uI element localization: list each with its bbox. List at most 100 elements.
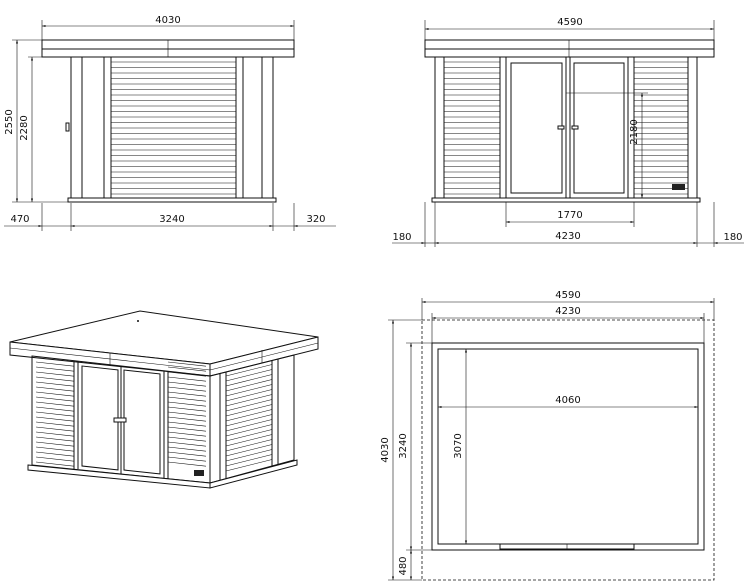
- louver-slat: [35, 456, 75, 462]
- louver-slat: [35, 441, 75, 447]
- side-wall-height-label: 2280: [19, 115, 30, 140]
- louver-slat: [225, 369, 273, 382]
- louver-slat: [35, 391, 75, 397]
- louver-slat: [167, 436, 207, 442]
- side-wall-width-label: 3240: [159, 214, 184, 225]
- side-overhang-right-label: 320: [306, 214, 325, 225]
- louver-slat: [35, 396, 75, 402]
- louver-slat: [167, 451, 207, 457]
- louver-slat: [167, 411, 207, 417]
- door-handle-icon: [557, 125, 565, 130]
- louver-slat: [35, 411, 75, 417]
- roof-outline: [421, 319, 715, 581]
- front-overhang-left-label: 180: [392, 232, 411, 243]
- louver-slat: [225, 424, 273, 437]
- louver-slat: [225, 379, 273, 392]
- louver-slat: [225, 449, 273, 462]
- louver-slat: [225, 419, 273, 432]
- louver-slat: [35, 451, 75, 457]
- louver-slat: [225, 384, 273, 397]
- front-view-drawing: [424, 39, 715, 203]
- louver-slat: [35, 401, 75, 407]
- louver-slat: [167, 366, 207, 372]
- louver-slat: [35, 416, 75, 422]
- plan-roof-width-label: 4590: [555, 290, 580, 301]
- plan-view-dimensions: 4590 4230 4060 3070 4030 3240 480: [380, 290, 715, 581]
- door-width-label: 1770: [557, 210, 582, 221]
- louver-slat: [225, 454, 273, 467]
- louver-slat: [225, 374, 273, 387]
- side-view-dimensions: 4030 2550 2280 470 3240 320: [4, 15, 336, 231]
- louver-slat: [167, 416, 207, 422]
- louver-slat: [167, 426, 207, 432]
- wall-outline-inner: [437, 348, 699, 545]
- louver-slat: [35, 361, 75, 367]
- perspective-view-drawing: [9, 310, 319, 489]
- louver-slat: [35, 381, 75, 387]
- side-overall-width-label: 4030: [155, 15, 180, 26]
- louver-slat: [225, 434, 273, 447]
- louver-slat: [167, 401, 207, 407]
- louver-slat: [225, 404, 273, 417]
- plan-roof-depth-label: 4030: [380, 437, 391, 462]
- louver-slat: [167, 371, 207, 377]
- louver-slat: [35, 406, 75, 412]
- louver-slat: [167, 386, 207, 392]
- louver-slat: [167, 361, 207, 367]
- door-height-label: 2180: [629, 119, 640, 144]
- vent-icon: [672, 184, 685, 190]
- side-overall-height-label: 2550: [4, 109, 15, 134]
- louver-slat: [225, 364, 273, 377]
- louver-slat: [225, 399, 273, 412]
- louver-slat: [35, 386, 75, 392]
- side-view-drawing: [41, 39, 295, 203]
- louver-slat: [35, 446, 75, 452]
- front-view-dimensions: 4590 2180 1770 180 4230 180: [392, 17, 744, 247]
- vent-icon: [194, 470, 204, 476]
- louver-slat: [225, 439, 273, 452]
- louver-slat: [225, 389, 273, 402]
- plan-front-overhang-label: 480: [398, 556, 409, 575]
- louver-slat: [167, 421, 207, 427]
- front-overhang-right-label: 180: [723, 232, 742, 243]
- louver-slat: [167, 376, 207, 382]
- louver-slat: [225, 414, 273, 427]
- door-handle-icon: [571, 125, 579, 130]
- louver-slat: [35, 431, 75, 437]
- louver-slat: [35, 421, 75, 427]
- louver-slat: [167, 406, 207, 412]
- plan-view-drawing: [421, 319, 715, 581]
- louver-slat: [35, 366, 75, 372]
- louver-slat: [167, 446, 207, 452]
- louver-slat: [167, 381, 207, 387]
- perspective-side-louvers: [225, 364, 273, 472]
- louver-slat: [225, 409, 273, 422]
- handle-icon: [65, 122, 70, 132]
- louver-slat: [35, 436, 75, 442]
- louver-slat: [225, 459, 273, 472]
- plan-interior-width-label: 4060: [555, 395, 580, 406]
- side-overhang-left-label: 470: [10, 214, 29, 225]
- louver-slat: [35, 371, 75, 377]
- louver-slat: [225, 394, 273, 407]
- louver-slat: [167, 456, 207, 462]
- wall-outline-outer: [431, 342, 705, 551]
- front-overall-width-label: 4590: [557, 17, 582, 28]
- louver-slat: [35, 376, 75, 382]
- louver-slat: [35, 461, 75, 467]
- front-wall-width-label: 4230: [555, 231, 580, 242]
- louver-slat: [225, 429, 273, 442]
- plan-wall-width-label: 4230: [555, 306, 580, 317]
- louver-slat: [167, 396, 207, 402]
- plan-interior-depth-label: 3070: [453, 433, 464, 458]
- louver-slat: [167, 431, 207, 437]
- louver-slat: [167, 391, 207, 397]
- louver-slat: [225, 444, 273, 457]
- door-handle-icon: [113, 417, 127, 423]
- side-wall-louvers: [111, 61, 236, 195]
- louver-slat: [167, 461, 207, 467]
- louver-slat: [35, 426, 75, 432]
- perspective-front-louvers: [35, 361, 207, 467]
- louver-slat: [167, 441, 207, 447]
